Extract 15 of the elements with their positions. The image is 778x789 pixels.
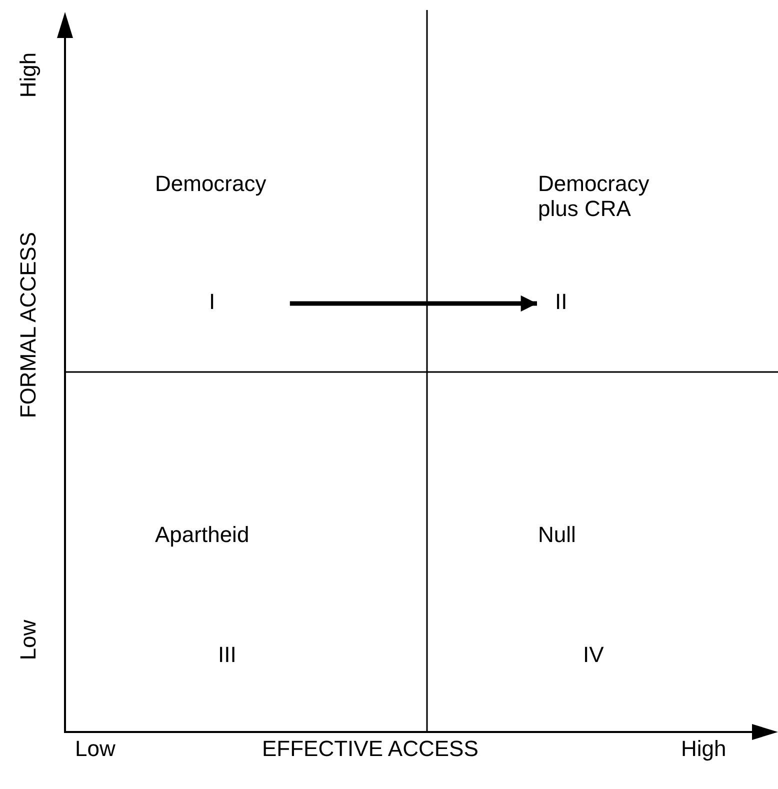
quadrant-label: Apartheid xyxy=(155,522,250,547)
quadrant-number: III xyxy=(218,642,236,667)
quadrant-number: I xyxy=(209,289,216,314)
quadrant-label: Democracy plus CRA xyxy=(538,171,650,221)
quadrant-label: Democracy xyxy=(155,171,266,196)
axis-tick-label: Low xyxy=(16,620,40,660)
axis-tick-label: Low xyxy=(75,736,116,761)
quadrant-number: IV xyxy=(583,642,604,667)
axis-tick-label: High xyxy=(16,52,40,98)
arrow xyxy=(290,295,537,312)
axis-title: FORMAL ACCESS xyxy=(16,232,40,418)
axis-title: EFFECTIVE ACCESS xyxy=(262,736,478,761)
quadrant-number: II xyxy=(555,289,568,314)
axis-tick-label: High xyxy=(681,736,726,761)
quadrant-label: Null xyxy=(538,522,576,547)
